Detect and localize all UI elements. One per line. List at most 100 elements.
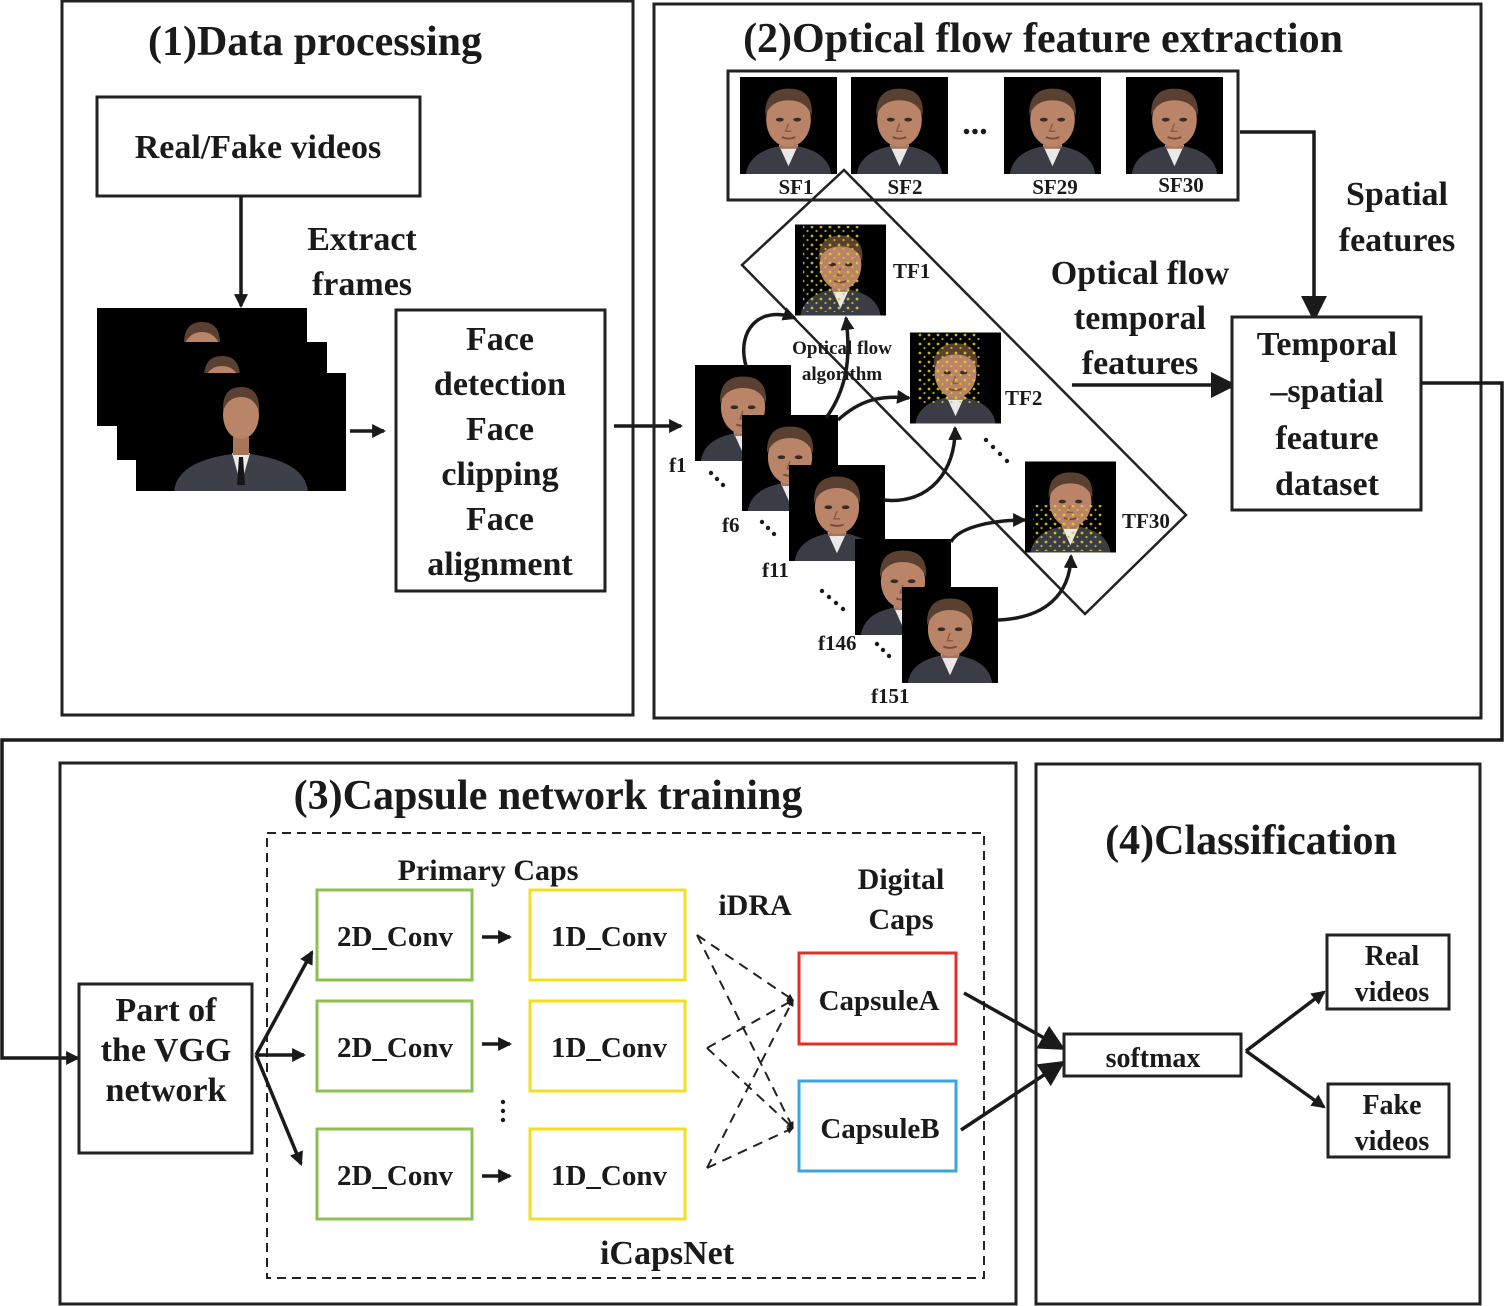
conv2d-box bbox=[315, 888, 474, 982]
videos-box bbox=[95, 95, 422, 198]
conv1d-box bbox=[528, 1127, 687, 1221]
flow-arrow bbox=[883, 425, 963, 503]
vgg-line: the VGG bbox=[101, 1032, 232, 1069]
face-processing-text: Face detection Face clipping Face alignm… bbox=[427, 321, 573, 583]
optical-flow-algorithm-label-2: algorithm bbox=[802, 364, 882, 385]
tf1-thumbnail bbox=[795, 223, 886, 317]
frame-label: f1 bbox=[669, 453, 687, 477]
face-processing-line: Face bbox=[466, 411, 534, 448]
dataset-line: dataset bbox=[1275, 466, 1380, 503]
routing-line bbox=[696, 934, 794, 1129]
flow-overlay bbox=[1033, 505, 1103, 551]
sf-label: SF30 bbox=[1158, 173, 1204, 197]
tf-label: TF30 bbox=[1122, 509, 1170, 533]
flow-arrow bbox=[824, 315, 855, 420]
arrow-softmax-to-real bbox=[1244, 990, 1326, 1053]
fake-videos-label-1: Fake bbox=[1362, 1090, 1421, 1121]
frame-label: f11 bbox=[762, 558, 789, 582]
routing-line bbox=[706, 1047, 794, 1129]
face-processing-box bbox=[394, 308, 607, 593]
dataset-box bbox=[1230, 315, 1423, 512]
face-processing-line: clipping bbox=[441, 456, 558, 493]
vgg-line: Part of bbox=[115, 992, 217, 1029]
ellipsis-dots bbox=[819, 588, 846, 612]
flow-overlay bbox=[803, 226, 859, 312]
ellipsis-dots bbox=[983, 437, 1010, 464]
icapsnet-label: iCapsNet bbox=[600, 1235, 735, 1272]
ellipsis-dots bbox=[874, 641, 892, 659]
fake-videos-label-2: videos bbox=[1355, 1126, 1430, 1157]
dataset-line: feature bbox=[1275, 420, 1378, 457]
tf2-thumbnail bbox=[910, 331, 1001, 425]
conv1d-label: 1D_Conv bbox=[551, 921, 668, 953]
tf30-thumbnail bbox=[1025, 460, 1116, 554]
face-processing-line: detection bbox=[434, 366, 566, 403]
sf-label: SF29 bbox=[1032, 175, 1078, 199]
capsule-b-box bbox=[797, 1079, 958, 1173]
flow-arrow bbox=[997, 553, 1078, 622]
real-videos-label-2: videos bbox=[1355, 977, 1430, 1008]
routing-line bbox=[706, 1127, 794, 1169]
routing-line bbox=[706, 999, 794, 1169]
sf-thumbnail bbox=[1004, 77, 1101, 174]
idra-routing-lines bbox=[696, 934, 794, 1169]
frame-ellipses bbox=[708, 437, 1010, 659]
extract-frames-label-1: Extract bbox=[307, 221, 417, 258]
ellipsis-dots bbox=[759, 519, 777, 537]
video-frame-3 bbox=[136, 373, 346, 491]
ellipsis-dots bbox=[708, 470, 726, 488]
optical-flow-algorithm-label-1: Optical flow bbox=[792, 338, 892, 359]
extract-frames-label-2: frames bbox=[312, 266, 412, 303]
flow-arrow bbox=[836, 389, 912, 422]
conv1d-label: 1D_Conv bbox=[551, 1160, 668, 1192]
spatial-features-label-2: features bbox=[1339, 222, 1455, 259]
softmax-label: softmax bbox=[1106, 1043, 1201, 1074]
tf-label: TF1 bbox=[893, 259, 930, 283]
dataset-line: Temporal bbox=[1257, 326, 1397, 363]
conv2d-box bbox=[315, 999, 474, 1093]
conv2d-label: 2D_Conv bbox=[337, 1032, 454, 1064]
ellipsis-dots bbox=[500, 1099, 506, 1123]
arrow-vgg-to-conv bbox=[254, 1054, 303, 1166]
vgg-line: network bbox=[106, 1072, 227, 1109]
face-processing-line: Face bbox=[466, 321, 534, 358]
connector-dataset-to-vgg bbox=[0, 381, 1504, 1065]
arrow-spatial-features bbox=[1240, 130, 1327, 322]
frame-label: f151 bbox=[871, 684, 910, 708]
capsule-b-label: CapsuleB bbox=[820, 1113, 939, 1145]
sf-thumbnail bbox=[740, 77, 837, 174]
panel-2-title: (2)Optical flow feature extraction bbox=[743, 16, 1343, 62]
vgg-box bbox=[77, 982, 254, 1155]
fake-videos-box bbox=[1326, 1082, 1451, 1159]
sf-label: SF2 bbox=[887, 175, 922, 199]
capsule-a-box bbox=[797, 951, 958, 1046]
dataset-line: –spatial bbox=[1269, 373, 1383, 410]
arrow-vgg-to-conv bbox=[254, 950, 314, 1056]
frame-label: f146 bbox=[818, 631, 857, 655]
video-frames-stack bbox=[97, 308, 346, 491]
sf-thumbnail bbox=[1126, 77, 1223, 174]
idra-label: iDRA bbox=[718, 889, 792, 922]
arrow-softmax-to-fake bbox=[1244, 1049, 1326, 1109]
conv2d-label: 2D_Conv bbox=[337, 1160, 454, 1192]
real-videos-box bbox=[1325, 933, 1451, 1011]
tf-label: TF2 bbox=[1005, 386, 1042, 410]
videos-label: Real/Fake videos bbox=[135, 129, 381, 166]
temporal-features-label-2: temporal bbox=[1074, 300, 1206, 337]
panel-classification bbox=[1034, 762, 1482, 1306]
spatial-features-label-1: Spatial bbox=[1346, 176, 1448, 213]
capsule-a-label: CapsuleA bbox=[819, 985, 940, 1017]
conv1d-label: 1D_Conv bbox=[551, 1032, 668, 1064]
panel-data-processing bbox=[60, 0, 635, 717]
sf-thumbnail bbox=[851, 77, 948, 174]
arrow-capsule-b-to-softmax bbox=[960, 1060, 1066, 1132]
primary-caps-label: Primary Caps bbox=[398, 854, 579, 887]
sf-label: SF1 bbox=[778, 175, 813, 199]
routing-line bbox=[696, 934, 794, 1001]
panel-3-title: (3)Capsule network training bbox=[294, 773, 803, 819]
temporal-features-label-1: Optical flow bbox=[1051, 255, 1230, 292]
face-processing-line: alignment bbox=[427, 546, 573, 583]
panel-capsule-training bbox=[58, 761, 1018, 1306]
flow-arrow bbox=[742, 307, 797, 367]
